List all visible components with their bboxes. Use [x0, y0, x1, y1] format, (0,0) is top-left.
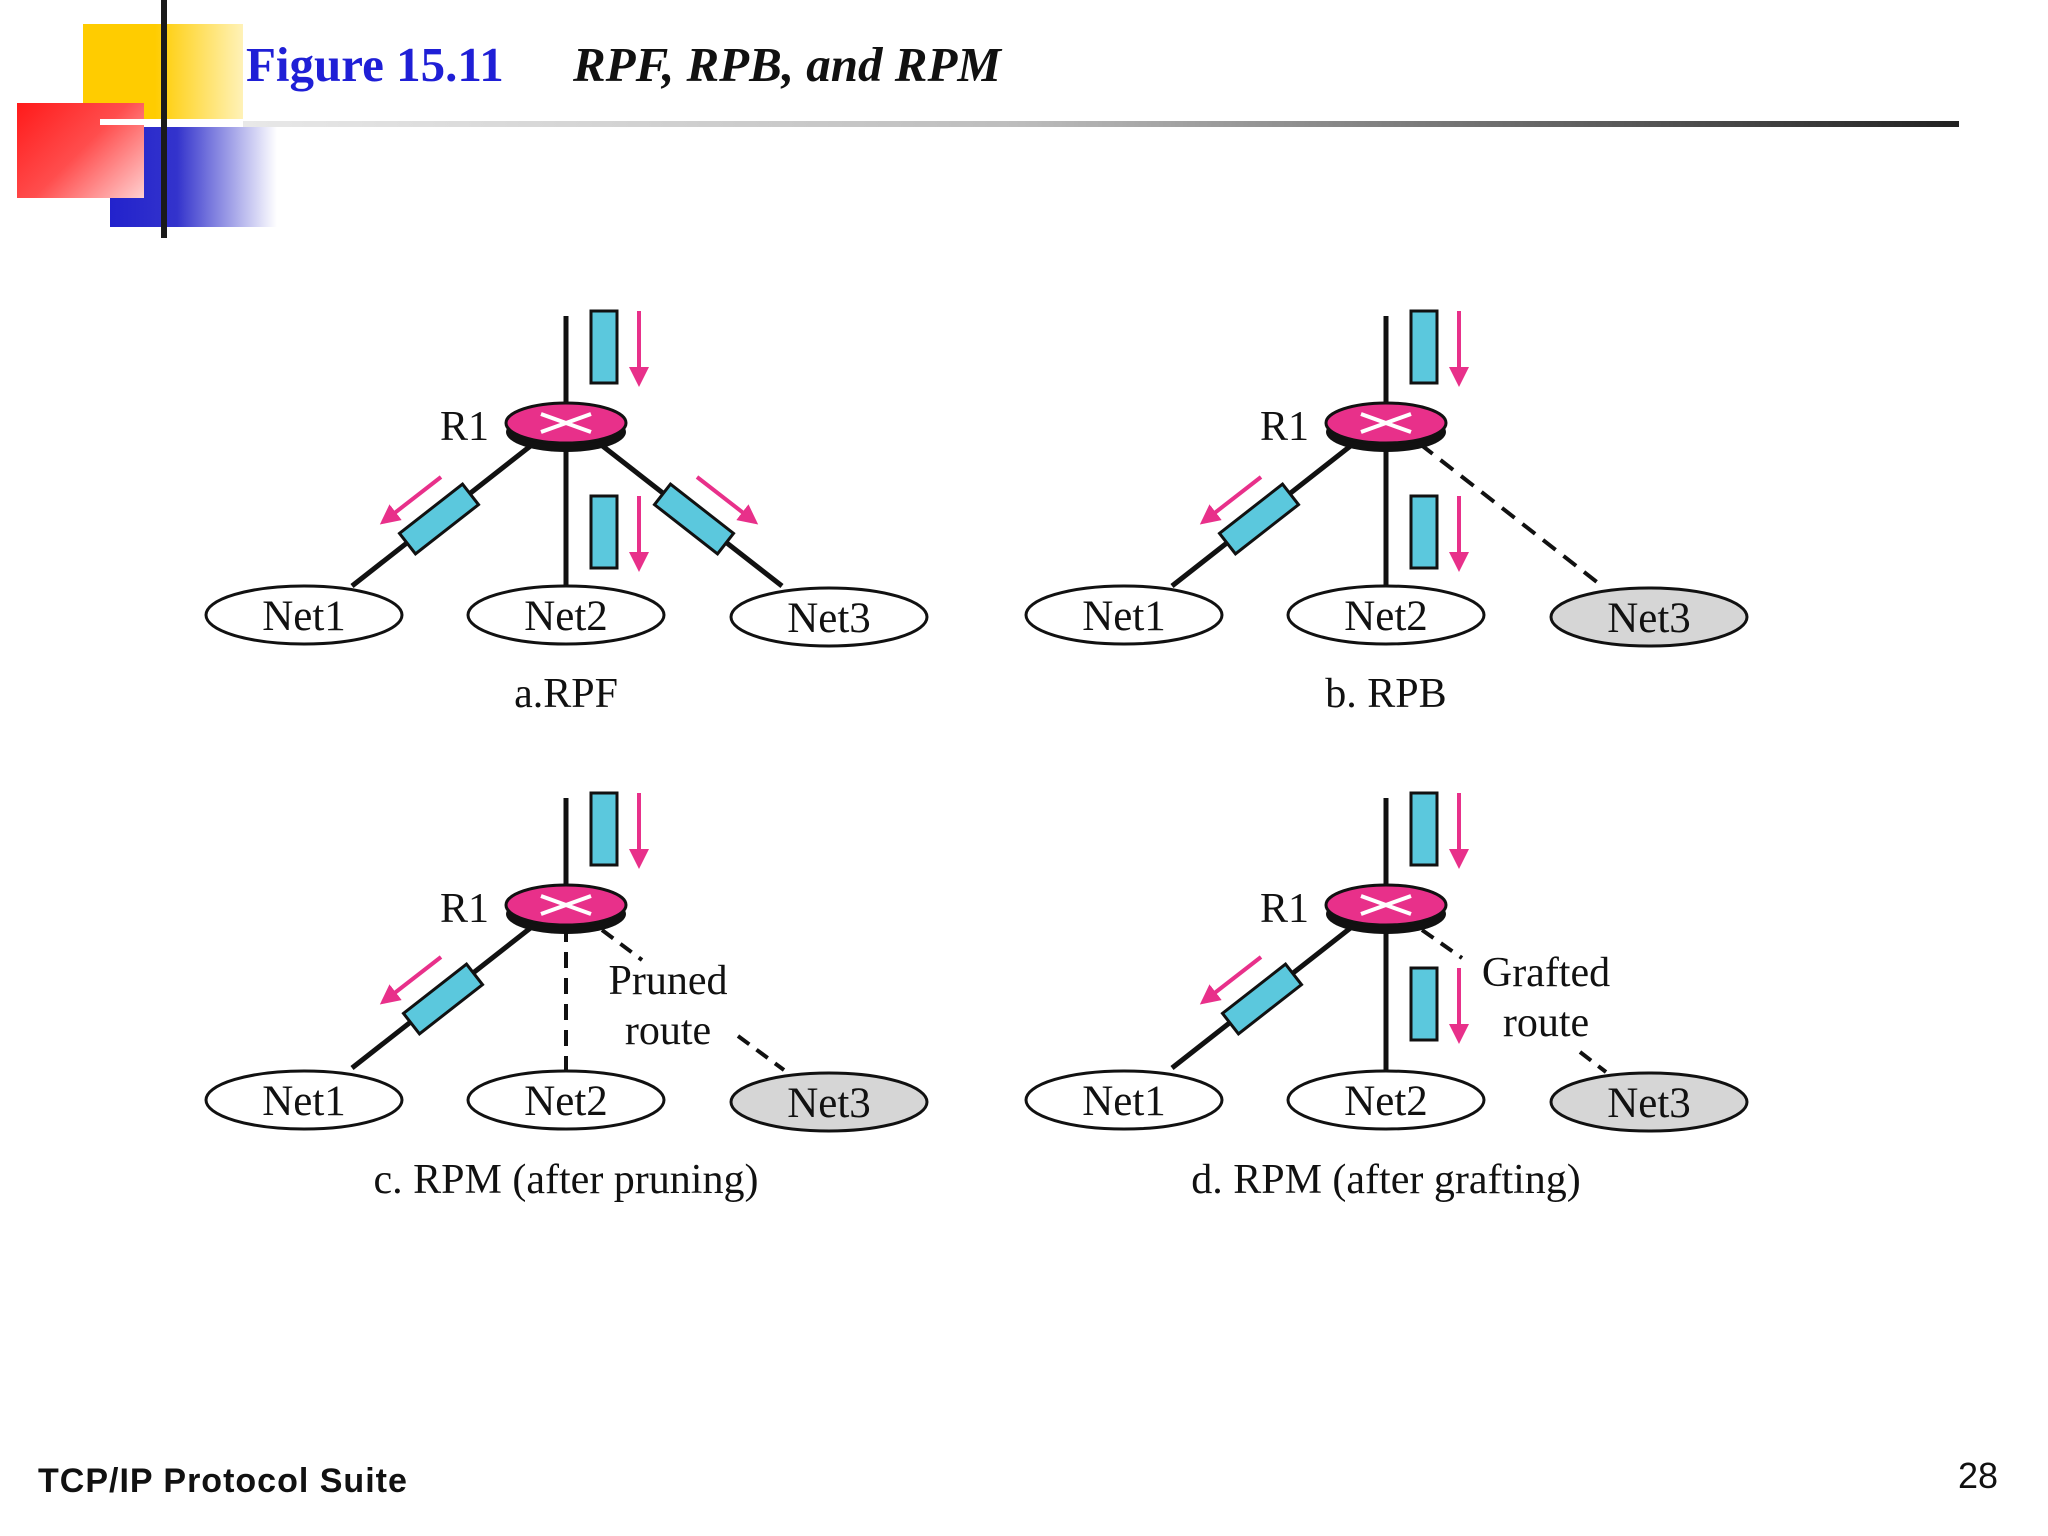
packet — [1217, 482, 1301, 556]
net1-ellipse — [1024, 584, 1224, 646]
router-label: R1 — [1260, 886, 1309, 932]
router-r1 — [1324, 401, 1448, 452]
arrow — [695, 475, 759, 525]
packet — [589, 791, 619, 867]
title-rule — [243, 121, 1959, 127]
panel-caption: d. RPM (after grafting) — [1191, 1157, 1581, 1203]
panel-a: R1 Net1 Net2 Net3 a.RPF — [204, 309, 929, 717]
net1-label: Net1 — [1082, 1078, 1166, 1125]
figure-title: RPF, RPB, and RPM — [573, 37, 1001, 92]
link-net3-dashed — [1418, 442, 1604, 588]
net2-ellipse — [1286, 584, 1486, 646]
decor-red-square — [17, 103, 144, 198]
net2-ellipse — [466, 1069, 666, 1131]
footer-suite-name: TCP/IP Protocol Suite — [38, 1462, 408, 1500]
packet — [1409, 791, 1439, 867]
net3-ellipse-pruned — [1549, 1071, 1749, 1133]
net1-label: Net1 — [262, 1078, 346, 1125]
packet — [1409, 309, 1439, 385]
net3-label: Net3 — [787, 1080, 871, 1127]
grafted-route-label-line2: route — [1503, 1000, 1589, 1046]
net1-ellipse — [204, 584, 404, 646]
router-r1 — [504, 401, 628, 452]
decor-white-bar — [100, 119, 280, 125]
net2-ellipse — [466, 584, 666, 646]
router-r1 — [1324, 883, 1448, 934]
net1-ellipse — [1024, 1069, 1224, 1131]
pruned-route-label-line2: route — [625, 1008, 711, 1054]
packet — [1220, 962, 1304, 1036]
pruned-route-label-line1: Pruned — [609, 958, 728, 1004]
packet — [397, 482, 481, 556]
net1-ellipse — [204, 1069, 404, 1131]
packet — [401, 962, 485, 1036]
net3-label: Net3 — [1607, 595, 1691, 642]
panel-c: R1 Pruned route Net1 Net2 Net3 c. RPM (a… — [204, 791, 929, 1203]
net3-ellipse-pruned — [729, 1071, 929, 1133]
packet — [589, 494, 619, 570]
packet — [652, 482, 736, 556]
net3-label: Net3 — [787, 595, 871, 642]
router-label: R1 — [1260, 404, 1309, 450]
packet — [1409, 966, 1439, 1042]
panel-caption: c. RPM (after pruning) — [374, 1157, 759, 1203]
panel-b: R1 Net1 Net2 Net3 b. RPB — [1024, 309, 1749, 717]
link-net3-dashed — [1578, 1050, 1608, 1074]
net3-ellipse-pruned — [1549, 586, 1749, 648]
router-label: R1 — [440, 404, 489, 450]
link-net3-dashed — [736, 1034, 786, 1072]
net1-label: Net1 — [1082, 593, 1166, 640]
packet — [589, 309, 619, 385]
page-number: 28 — [1958, 1455, 1999, 1496]
net2-label: Net2 — [524, 1078, 608, 1125]
net2-label: Net2 — [1344, 1078, 1428, 1125]
router-label: R1 — [440, 886, 489, 932]
net3-ellipse — [729, 586, 929, 648]
arrow — [379, 475, 443, 525]
net2-label: Net2 — [524, 593, 608, 640]
figure-number: Figure 15.11 — [246, 37, 504, 92]
panel-d: R1 Grafted route Net1 Net2 Net3 d. RPM (… — [1024, 791, 1749, 1203]
arrow — [379, 955, 443, 1005]
net1-label: Net1 — [262, 593, 346, 640]
packet — [1409, 494, 1439, 570]
net2-ellipse — [1286, 1069, 1486, 1131]
link-net3-dashed — [1420, 928, 1464, 960]
decor-vertical-bar — [161, 0, 167, 238]
link-net3-dashed — [600, 928, 644, 962]
grafted-route-label-line1: Grafted — [1482, 950, 1610, 996]
arrow — [1199, 955, 1263, 1005]
router-r1 — [504, 883, 628, 934]
net3-label: Net3 — [1607, 1080, 1691, 1127]
panel-caption: b. RPB — [1325, 671, 1446, 717]
net2-label: Net2 — [1344, 593, 1428, 640]
panel-caption: a.RPF — [514, 671, 618, 717]
arrow — [1199, 475, 1263, 525]
